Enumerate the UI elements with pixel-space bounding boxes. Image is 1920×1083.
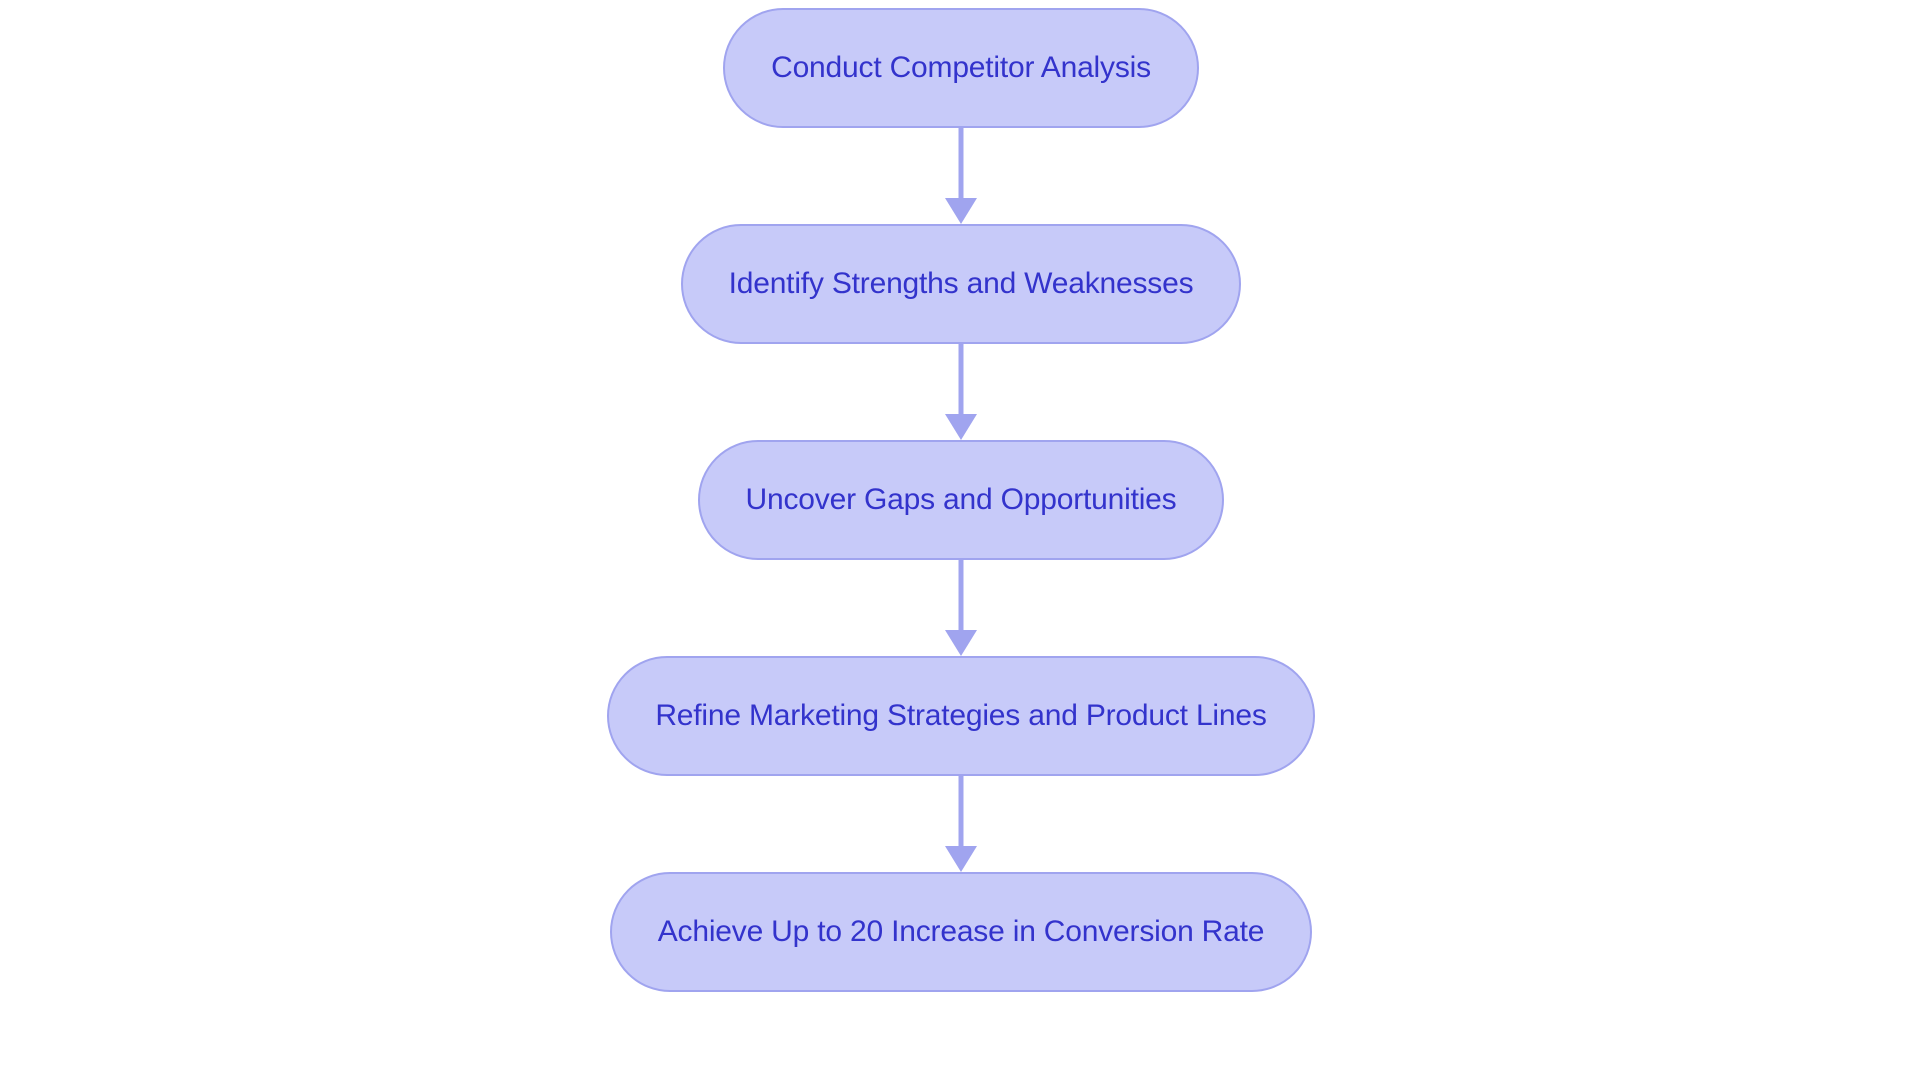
- arrow-shaft-icon: [958, 776, 964, 850]
- flow-arrow-1: [931, 128, 991, 224]
- arrow-shaft-icon: [958, 560, 964, 634]
- flow-node-uncover-gaps-and-opportunities[interactable]: Uncover Gaps and Opportunities: [697, 440, 1225, 560]
- flow-node-label: Achieve Up to 20 Increase in Conversion …: [657, 915, 1265, 948]
- flow-arrow-2: [931, 344, 991, 440]
- arrow-head-down-icon: [945, 198, 977, 224]
- flow-node-identify-strengths-and-weaknesses[interactable]: Identify Strengths and Weaknesses: [680, 224, 1242, 344]
- flow-node-label: Refine Marketing Strategies and Product …: [655, 699, 1267, 732]
- flow-node-label: Uncover Gaps and Opportunities: [745, 483, 1177, 516]
- flow-node-refine-marketing-strategies-and-product-lines[interactable]: Refine Marketing Strategies and Product …: [607, 656, 1315, 776]
- arrow-head-down-icon: [945, 630, 977, 656]
- flow-node-achieve-up-to-20-increase-in-conversion-rate[interactable]: Achieve Up to 20 Increase in Conversion …: [609, 872, 1313, 992]
- flowchart-node-column: Conduct Competitor Analysis Identify Str…: [607, 8, 1315, 992]
- flow-node-conduct-competitor-analysis[interactable]: Conduct Competitor Analysis: [723, 8, 1199, 128]
- arrow-head-down-icon: [945, 414, 977, 440]
- arrow-shaft-icon: [958, 344, 964, 418]
- arrow-shaft-icon: [958, 128, 964, 202]
- flow-arrow-3: [931, 560, 991, 656]
- flow-node-label: Conduct Competitor Analysis: [771, 51, 1151, 84]
- flow-node-label: Identify Strengths and Weaknesses: [728, 267, 1194, 300]
- arrow-head-down-icon: [945, 846, 977, 872]
- flow-arrow-4: [931, 776, 991, 872]
